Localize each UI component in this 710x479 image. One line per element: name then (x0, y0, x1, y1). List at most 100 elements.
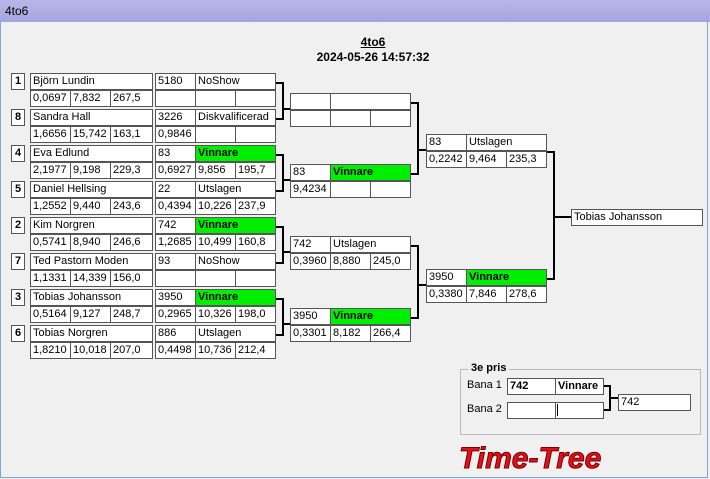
racer-name[interactable]: Tobias Norgren (30, 325, 153, 342)
bracket-datetime: 2024-05-26 14:57:32 (316, 50, 430, 64)
racer-number[interactable]: 83 (290, 164, 331, 181)
race-status[interactable]: Utslagen (195, 181, 276, 198)
third-place-panel (460, 369, 701, 435)
round-elapsed: 9,856 (195, 162, 236, 179)
logo-text: Time-Tree (459, 442, 601, 474)
champion-name[interactable]: Tobias Johansson (571, 209, 703, 226)
race-status[interactable]: Vinnare (466, 269, 547, 286)
bracket-connector (276, 118, 283, 120)
bracket-connector (276, 334, 283, 336)
speed: 163,1 (110, 126, 153, 143)
racer-name[interactable]: Eva Edlund (30, 145, 153, 162)
racer-number[interactable]: 3950 (290, 308, 331, 325)
round-reaction: 9,4234 (290, 181, 331, 198)
speed: 267,5 (110, 90, 153, 107)
race-status[interactable]: Diskvalificerad (195, 109, 276, 126)
bracket-connector (547, 151, 554, 153)
race-status[interactable]: Vinnare (195, 145, 276, 162)
round-elapsed: 7,846 (466, 286, 507, 303)
racer-number[interactable]: 93 (155, 253, 196, 270)
third-place-title: 3e pris (468, 362, 510, 374)
bracket-connector (282, 323, 290, 325)
round-speed: 237,9 (235, 198, 276, 215)
seed-number: 7 (11, 253, 25, 270)
round-reaction: 0,9846 (155, 126, 196, 143)
racer-number[interactable] (290, 93, 331, 110)
race-status[interactable]: Utslagen (330, 236, 411, 253)
round-elapsed: 9,464 (466, 151, 507, 168)
third-place-result[interactable]: 742 (618, 394, 691, 411)
race-status[interactable]: Vinnare (195, 289, 276, 306)
elapsed-time: 10,018 (70, 342, 111, 359)
round-elapsed (195, 270, 236, 287)
lane2-status[interactable] (555, 402, 604, 419)
reaction-time: 1,1331 (30, 270, 71, 287)
bracket-connector (276, 226, 283, 228)
bracket-connector (411, 245, 418, 247)
lane1-label: Bana 1 (467, 379, 502, 391)
speed: 246,6 (110, 234, 153, 251)
racer-number[interactable]: 886 (155, 325, 196, 342)
racer-number[interactable]: 5180 (155, 73, 196, 90)
racer-number[interactable]: 3950 (155, 289, 196, 306)
bracket-connector (276, 190, 283, 192)
racer-number[interactable]: 742 (155, 217, 196, 234)
round-speed: 195,7 (235, 162, 276, 179)
round-speed: 212,4 (235, 342, 276, 359)
racer-number[interactable]: 742 (290, 236, 331, 253)
round-elapsed: 10,736 (195, 342, 236, 359)
reaction-time: 2,1977 (30, 162, 71, 179)
round-elapsed (330, 110, 371, 127)
reaction-time: 1,8210 (30, 342, 71, 359)
third-connector-out (609, 397, 618, 399)
elapsed-time: 15,742 (70, 126, 111, 143)
seed-number: 8 (11, 109, 25, 126)
round-reaction (155, 270, 196, 287)
race-status[interactable]: Vinnare (330, 308, 411, 325)
speed: 243,6 (110, 198, 153, 215)
racer-number[interactable]: 3950 (426, 269, 467, 286)
race-status[interactable]: Vinnare (195, 217, 276, 234)
round-speed: 245,0 (370, 253, 411, 270)
racer-number[interactable]: 22 (155, 181, 196, 198)
racer-name[interactable]: Tobias Johansson (30, 289, 153, 306)
lane2-label: Bana 2 (467, 403, 502, 415)
race-status[interactable]: Vinnare (330, 164, 411, 181)
elapsed-time: 9,127 (70, 306, 111, 323)
round-elapsed (195, 126, 236, 143)
race-status[interactable] (330, 93, 411, 110)
lane2-score[interactable] (507, 402, 556, 419)
race-status[interactable]: Utslagen (466, 134, 547, 151)
speed: 207,0 (110, 342, 153, 359)
round-reaction: 0,2242 (426, 151, 467, 168)
racer-number[interactable]: 3226 (155, 109, 196, 126)
bracket-connector (417, 149, 426, 151)
racer-name[interactable]: Daniel Hellsing (30, 181, 153, 198)
racer-number[interactable]: 83 (426, 134, 467, 151)
seed-number: 1 (11, 73, 25, 90)
bracket-connector (282, 298, 284, 336)
racer-name[interactable]: Ted Pastorn Moden (30, 253, 153, 270)
race-status[interactable]: NoShow (195, 253, 276, 270)
bracket-title: 4to6 (360, 35, 386, 49)
racer-name[interactable]: Kim Norgren (30, 217, 153, 234)
race-status[interactable]: NoShow (195, 73, 276, 90)
racer-name[interactable]: Sandra Hall (30, 109, 153, 126)
round-speed: 160,8 (235, 234, 276, 251)
time-tree-logo: Time-Tree (459, 442, 602, 475)
race-status[interactable]: Utslagen (195, 325, 276, 342)
round-speed: 198,0 (235, 306, 276, 323)
round-speed (235, 270, 276, 287)
lane1-status[interactable]: Vinnare (555, 378, 604, 395)
window-titlebar[interactable]: 4to6 (0, 0, 710, 22)
elapsed-time: 9,440 (70, 198, 111, 215)
round-elapsed: 10,226 (195, 198, 236, 215)
bracket-connector (276, 262, 283, 264)
lane1-score[interactable]: 742 (507, 378, 556, 395)
reaction-time: 0,5741 (30, 234, 71, 251)
bracket-connector (411, 102, 418, 104)
round-elapsed: 8,182 (330, 325, 371, 342)
bracket-connector (276, 298, 283, 300)
racer-name[interactable]: Björn Lundin (30, 73, 153, 90)
racer-number[interactable]: 83 (155, 145, 196, 162)
